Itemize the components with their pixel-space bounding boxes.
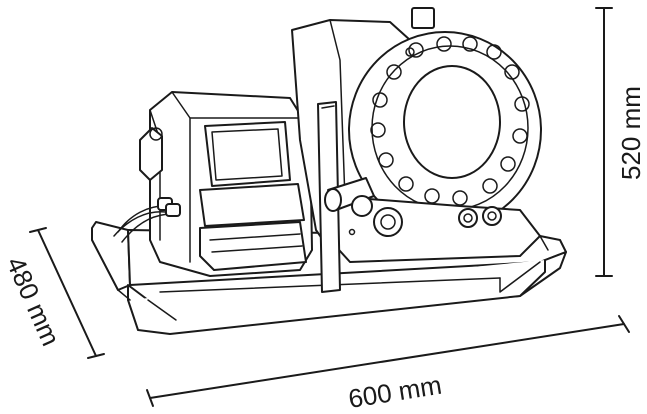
crimp-head <box>291 7 542 293</box>
depth-label: 480 mm <box>1 252 67 350</box>
depth-dimension: 480 mm <box>1 227 105 359</box>
width-dimension: 600 mm <box>146 315 630 414</box>
height-label: 520 mm <box>616 86 646 180</box>
motor-unit <box>113 91 313 277</box>
height-dimension: 520 mm <box>595 7 646 277</box>
width-label: 600 mm <box>346 370 443 414</box>
